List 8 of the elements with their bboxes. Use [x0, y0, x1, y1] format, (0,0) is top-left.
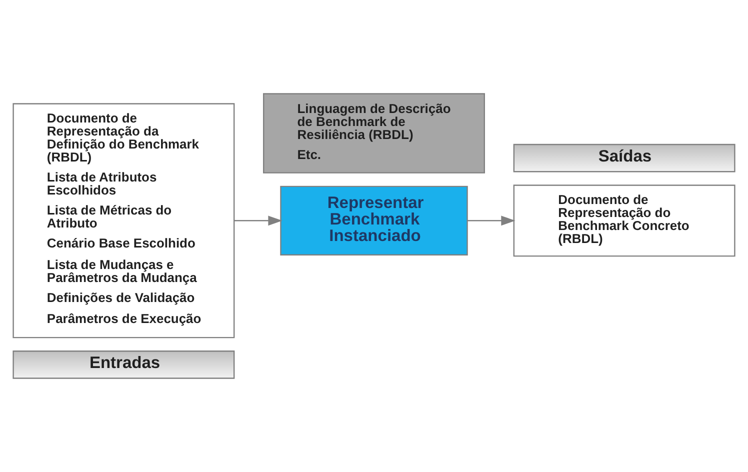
node-box: Documento de Representação do Benchmark Concreto (RBDL) [513, 184, 736, 257]
node-box: Linguagem de Descrição de Benchmark de Resiliência (RBDL) Etc. [263, 93, 485, 174]
node-box: Documento de Representação da Definição do Benchmark (RBDL) Lista de Atributos Escolhidos Lista de Métricas do Atributo Cenário Base Escolhido Lista de Mudanças e Parâmetros da Mudança Definições de Validação Parâmetros de Execução [12, 103, 235, 338]
node-box: Saídas [513, 144, 736, 172]
arrow [468, 216, 516, 226]
arrow [234, 216, 282, 226]
node-box: Entradas [12, 350, 235, 379]
node-box: Representar Benchmark Instanciado [280, 186, 468, 256]
